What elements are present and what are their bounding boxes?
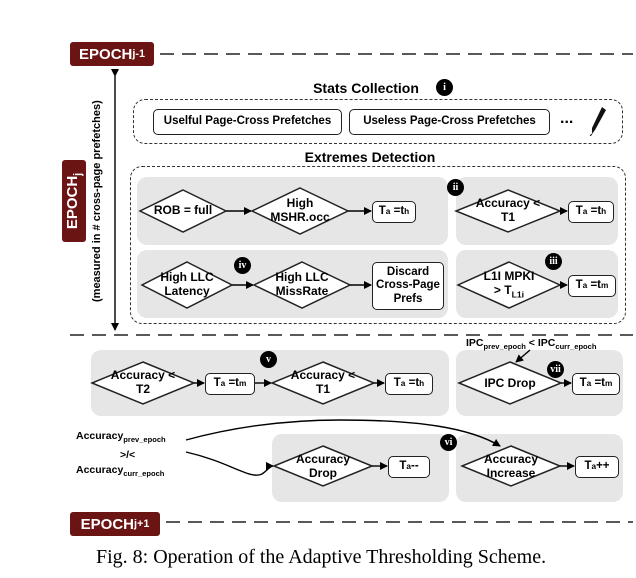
diamond-rob: [138, 189, 228, 233]
epoch-next-sub: j+1: [134, 518, 150, 530]
stats-title: Stats Collection: [300, 80, 432, 96]
stats-dashed-box: [133, 99, 623, 144]
epoch-curr-tag: EPOCHj: [62, 160, 86, 242]
diamond-l1i: [456, 261, 562, 309]
diamond-mshr: [250, 187, 350, 235]
badge-ii: ii: [447, 179, 464, 196]
diamond-llc-lat: [140, 261, 234, 309]
acc-note-prev: Accuracyprev_epoch: [76, 430, 166, 445]
extremes-title: Extremes Detection: [304, 149, 436, 165]
acc-note-curr: Accuracycurr_epoch: [76, 464, 165, 479]
diamond-acc-t1-top: [453, 189, 563, 233]
diamond-llc-miss: [252, 261, 352, 309]
diamond-acc-t2: [90, 361, 196, 405]
badge-vi: vi: [440, 434, 457, 451]
stats-title-text: Stats Collection: [313, 80, 419, 96]
epoch-prev-base: EPOCH: [79, 45, 133, 63]
stats-ellipsis: ...: [560, 110, 574, 127]
arrow-ipc-note: [515, 349, 531, 363]
extremes-dashed-box: [130, 166, 626, 324]
badge-iii: iii: [545, 253, 562, 270]
figure-caption: Fig. 8: Operation of the Adaptive Thresh…: [96, 546, 547, 568]
diamond-acc-inc: [460, 445, 562, 487]
stats-badge: i: [436, 79, 453, 96]
epoch-next-base: EPOCH: [80, 515, 135, 533]
epoch-prev-sub: j-1: [132, 48, 145, 60]
diamond-acc-drop: [272, 445, 374, 487]
discard-box: Discard Cross-Page Prefs: [372, 262, 444, 310]
ipc-note: IPCprev_epoch < IPCcurr_epoch: [466, 337, 597, 352]
badge-iv: iv: [234, 257, 251, 274]
badge-vii: vii: [547, 361, 564, 378]
arrow-acc-note-drop: [185, 451, 274, 476]
diamond-ipc-drop: [457, 361, 563, 405]
useless-prefetches-box: Useless Page-Cross Prefetches: [349, 109, 550, 135]
diamond-acc-t1-low: [270, 361, 376, 405]
acc-note-op: >/<: [120, 449, 136, 461]
useful-prefetches-box: Uselful Page-Cross Prefetches: [153, 109, 342, 135]
arrow-acc-note-increase: [185, 419, 501, 447]
badge-v: v: [260, 351, 277, 368]
pen-icon: [589, 107, 606, 136]
